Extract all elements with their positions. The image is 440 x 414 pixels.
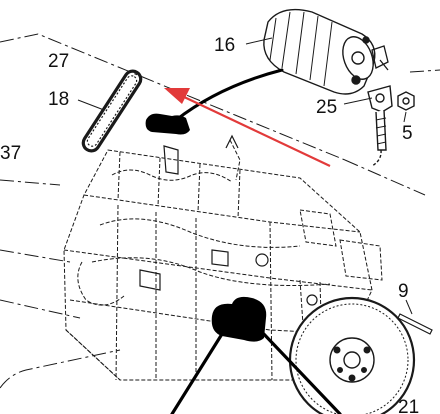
callout-27: 27 (48, 51, 70, 72)
callout-18: 18 (48, 89, 70, 110)
boundary-line-left-lower (0, 249, 71, 263)
callout-leaders (77, 37, 413, 315)
engine-block (63, 139, 383, 381)
boundary-line-top (0, 33, 346, 161)
boundary-line-left (0, 179, 61, 186)
mask-upper (145, 113, 190, 135)
boundary-line-right (344, 159, 426, 196)
pin-part (397, 313, 433, 335)
engine-detail (139, 134, 318, 306)
callout-16: 16 (214, 35, 236, 56)
alternator-pulley (371, 45, 389, 71)
red-arrow (164, 88, 331, 167)
boundary-line-top-right (409, 69, 440, 73)
callout-25: 25 (316, 97, 338, 118)
boundary-lines (0, 33, 440, 389)
flywheel-icon (288, 296, 416, 414)
leader-9 (405, 299, 413, 315)
alternator-icon (263, 8, 376, 95)
callout-9: 9 (398, 281, 409, 302)
leader-line-lower-left (170, 332, 224, 414)
bracket-icon (367, 85, 393, 167)
leader-lines (170, 68, 342, 414)
leader-line-alternator (174, 68, 284, 122)
leader-18 (77, 99, 105, 111)
callout-21: 21 (398, 397, 420, 414)
nut-icon (397, 91, 415, 111)
boundary-line-left-bottom (0, 299, 81, 319)
leader-16 (245, 37, 273, 45)
boundary-line-bottom (0, 349, 121, 389)
leader-line-lower-right (258, 328, 342, 414)
callout-37: 37 (0, 143, 22, 164)
drive-belt-icon (81, 69, 143, 153)
callout-5: 5 (402, 123, 413, 144)
leader-25 (343, 97, 373, 105)
leader-5 (403, 111, 407, 123)
mask-lower (211, 296, 267, 342)
